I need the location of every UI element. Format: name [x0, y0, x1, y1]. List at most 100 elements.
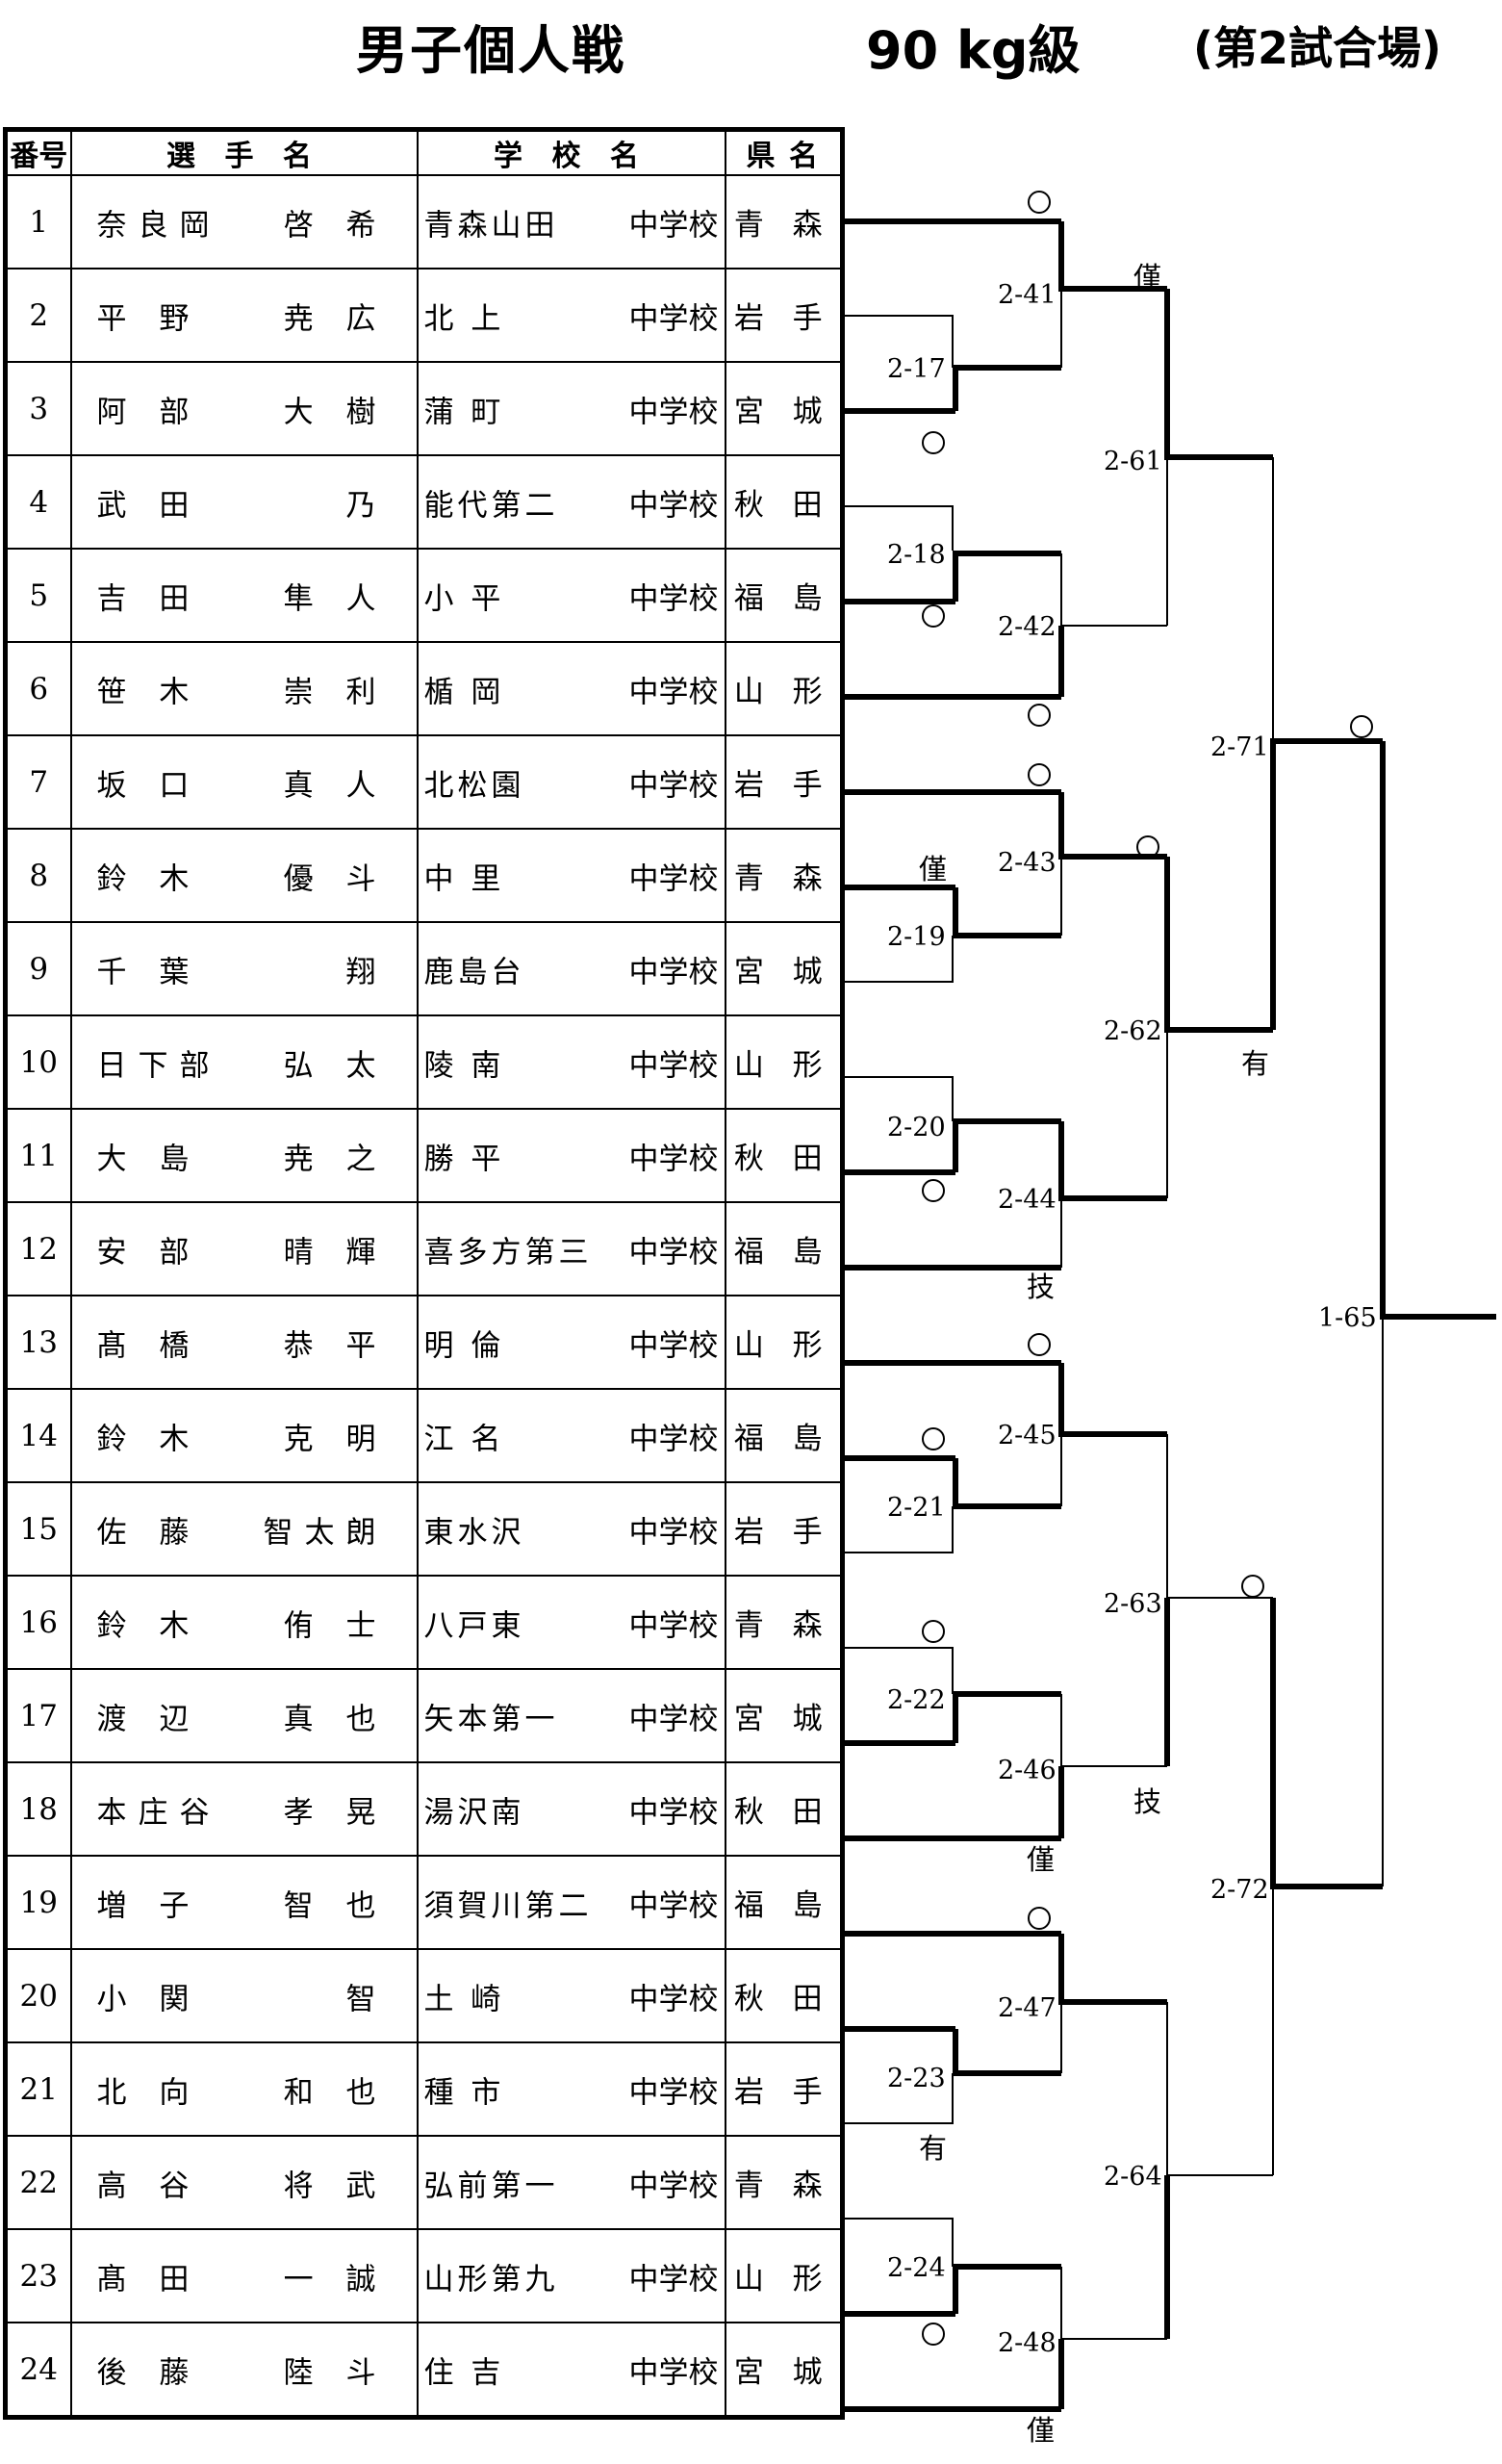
- prefecture-name: 山 形: [733, 675, 832, 709]
- school-name: 東水沢: [423, 1515, 525, 1550]
- player-given-name: 侑 士: [283, 1608, 388, 1643]
- school-type: 中学校: [628, 768, 719, 803]
- result-label: 僅: [919, 853, 947, 886]
- school-type: 中学校: [628, 1608, 719, 1643]
- prefecture-cell: 山 形: [724, 1295, 844, 1390]
- prefecture-name: 山 形: [733, 1048, 832, 1083]
- header-prefecture: 県 名: [724, 128, 844, 176]
- player-family-name: 小 関: [96, 1982, 201, 2016]
- player-number: 18: [4, 1761, 72, 1857]
- player-given-name: 啓 希: [283, 208, 388, 243]
- player-given-name: 真 也: [283, 1702, 388, 1736]
- school-cell: 土 崎中学校: [416, 1948, 726, 2043]
- player-family-name: 鈴 木: [96, 861, 201, 896]
- player-given-name: 優 斗: [283, 861, 388, 896]
- result-label: 有: [1241, 1047, 1269, 1080]
- school-type: 中学校: [628, 955, 719, 989]
- school-name: 住 吉: [423, 2355, 505, 2390]
- match-label: 2-72: [1210, 1875, 1269, 1905]
- match-label: 2-64: [1104, 2162, 1162, 2192]
- school-cell: 蒲 町中学校: [416, 361, 726, 456]
- player-name-cell: 日下部弘 太: [69, 1014, 419, 1110]
- header-school-name: 学 校 名: [416, 128, 726, 176]
- final-lines: [1380, 741, 1496, 1886]
- player-family-name: 北 向: [96, 2075, 201, 2110]
- prefecture-name: 岩 手: [733, 301, 832, 336]
- prefecture-cell: 岩 手: [724, 268, 844, 363]
- school-name: 小 平: [423, 581, 505, 616]
- school-cell: 青森山田中学校: [416, 174, 726, 270]
- school-type: 中学校: [628, 1142, 719, 1176]
- player-name-cell: 奈良岡啓 希: [69, 174, 419, 270]
- player-given-name: 恭 平: [283, 1328, 388, 1363]
- school-cell: 能代第二 中学校: [416, 454, 726, 550]
- prefecture-cell: 秋 田: [724, 1761, 844, 1857]
- school-type: 中学校: [628, 488, 719, 523]
- prefecture-cell: 宮 城: [724, 1668, 844, 1763]
- school-cell: 弘前第一 中学校: [416, 2135, 726, 2230]
- school-name: 弘前第一: [423, 2169, 559, 2203]
- header-player-name: 選 手 名: [69, 128, 419, 176]
- school-cell: 鹿島台中学校: [416, 921, 726, 1016]
- page-title: 男子個人戦: [356, 20, 625, 81]
- school-cell: 江 名中学校: [416, 1388, 726, 1483]
- prefecture-cell: 秋 田: [724, 1108, 844, 1203]
- prefecture-cell: 宮 城: [724, 921, 844, 1016]
- player-number: 2: [4, 268, 72, 363]
- prefecture-name: 岩 手: [733, 1515, 832, 1550]
- player-name-cell: 佐 藤智太朗: [69, 1481, 419, 1577]
- player-family-name: 吉 田: [96, 581, 201, 616]
- result-label: 技: [1133, 1785, 1161, 1818]
- school-type: 中学校: [628, 395, 719, 429]
- player-family-name: 鈴 木: [96, 1608, 201, 1643]
- prefecture-name: 宮 城: [733, 1702, 832, 1736]
- school-type: 中学校: [628, 1888, 719, 1923]
- prefecture-name: 秋 田: [733, 1982, 832, 2016]
- player-number: 16: [4, 1575, 72, 1670]
- school-type: 中学校: [628, 1422, 719, 1456]
- player-name-cell: 笹 木崇 利: [69, 641, 419, 736]
- player-name-cell: 武 田乃: [69, 454, 419, 550]
- player-number: 24: [4, 2322, 72, 2419]
- roster-header-row: 番号 選 手 名 学 校 名 県 名: [4, 128, 844, 176]
- player-number: 11: [4, 1108, 72, 1203]
- player-name-cell: 千 葉翔: [69, 921, 419, 1016]
- school-cell: 種 市中学校: [416, 2041, 726, 2137]
- player-family-name: 髙 橋: [96, 1328, 201, 1363]
- school-type: 中学校: [628, 1328, 719, 1363]
- player-given-name: 尭 之: [283, 1142, 388, 1176]
- prefecture-name: 青 森: [733, 2169, 832, 2203]
- player-number: 14: [4, 1388, 72, 1483]
- prefecture-cell: 岩 手: [724, 1481, 844, 1577]
- player-given-name: 孝 晃: [283, 1795, 388, 1830]
- match-label: 2-22: [887, 1685, 946, 1715]
- school-type: 中学校: [628, 1048, 719, 1083]
- school-name: 北 上: [423, 301, 505, 336]
- school-name: 能代第二: [423, 488, 559, 523]
- prefecture-name: 秋 田: [733, 1795, 832, 1830]
- player-name-cell: 本庄谷孝 晃: [69, 1761, 419, 1857]
- school-type: 中学校: [628, 581, 719, 616]
- player-family-name: 日下部: [96, 1048, 221, 1083]
- school-type: 中学校: [628, 2355, 719, 2390]
- prefecture-cell: 福 島: [724, 548, 844, 643]
- player-name-cell: 増 子智 也: [69, 1855, 419, 1950]
- player-given-name: 尭 広: [283, 301, 388, 336]
- player-number: 5: [4, 548, 72, 643]
- school-type: 中学校: [628, 2169, 719, 2203]
- school-type: 中学校: [628, 1235, 719, 1270]
- school-cell: 陵 南中学校: [416, 1014, 726, 1110]
- weight-class: 90 kg級: [866, 20, 1081, 81]
- school-name: 楯 岡: [423, 675, 505, 709]
- result-label: 技: [1027, 1270, 1055, 1303]
- match-label: 2-42: [998, 612, 1056, 642]
